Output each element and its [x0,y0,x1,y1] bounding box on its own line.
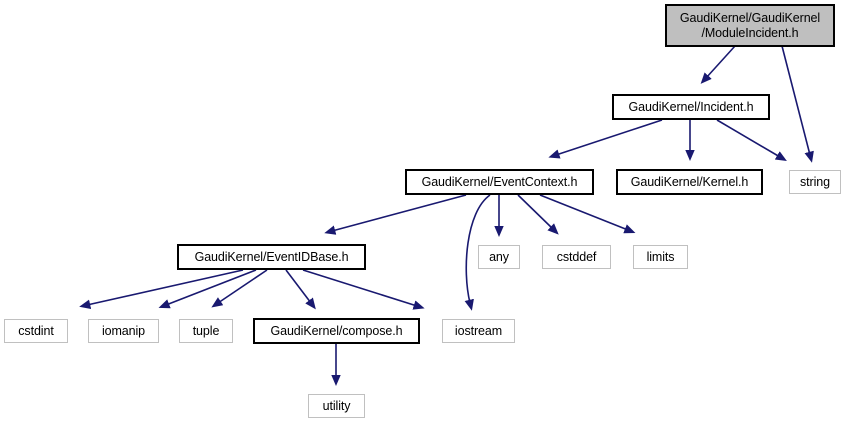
node-iomanip[interactable]: iomanip [88,319,159,343]
edge-incident-to-eventcontext [548,119,663,159]
node-compose[interactable]: GaudiKernel/compose.h [253,318,420,344]
node-eventcontext[interactable]: GaudiKernel/EventContext.h [405,169,594,195]
edge-eventcontext-to-iostream [464,194,491,311]
node-string[interactable]: string [789,170,841,194]
node-label-cstdint: cstdint [18,323,54,338]
node-kernel[interactable]: GaudiKernel/Kernel.h [616,169,763,195]
edge-eventcontext-to-cstddef [517,194,559,235]
edge-eventcontext-to-limits [539,194,636,234]
node-incident[interactable]: GaudiKernel/Incident.h [612,94,770,120]
node-label-iomanip: iomanip [101,323,146,338]
node-tuple[interactable]: tuple [179,319,233,343]
edge-eventidbase-to-iomanip [158,269,257,309]
node-iostream[interactable]: iostream [442,319,515,343]
node-limits[interactable]: limits [633,245,688,269]
node-label-eventidbase: GaudiKernel/EventIDBase.h [194,249,349,264]
node-label-limits: limits [646,249,675,264]
node-utility[interactable]: utility [308,394,365,418]
node-label-kernel: GaudiKernel/Kernel.h [630,174,749,189]
node-label-iostream: iostream [454,323,503,338]
node-label-cstddef: cstddef [556,249,597,264]
node-label-utility: utility [322,398,351,413]
node-label-eventcontext: GaudiKernel/EventContext.h [421,174,578,189]
edges-group [79,45,814,386]
edge-eventidbase-to-cstdint [79,269,244,309]
edge-eventcontext-to-eventidbase [324,194,467,235]
node-cstddef[interactable]: cstddef [542,245,611,269]
node-cstdint[interactable]: cstdint [4,319,68,343]
node-label-tuple: tuple [192,323,220,338]
edge-eventidbase-to-tuple [211,269,268,308]
edge-moduleincident-to-incident [700,45,736,84]
node-label-compose: GaudiKernel/compose.h [270,323,403,338]
node-moduleincident[interactable]: GaudiKernel/GaudiKernel /ModuleIncident.… [665,4,835,47]
edge-eventidbase-to-compose [285,269,316,310]
node-label-any: any [489,249,509,264]
edge-eventidbase-to-iostream [302,269,425,310]
edge-incident-to-string [716,119,787,162]
node-any[interactable]: any [478,245,520,269]
edge-moduleincident-to-string [781,45,814,163]
node-label-moduleincident: GaudiKernel/GaudiKernel /ModuleIncident.… [679,10,821,40]
node-label-string: string [800,174,830,189]
node-label-incident: GaudiKernel/Incident.h [628,99,754,114]
node-eventidbase[interactable]: GaudiKernel/EventIDBase.h [177,244,366,270]
